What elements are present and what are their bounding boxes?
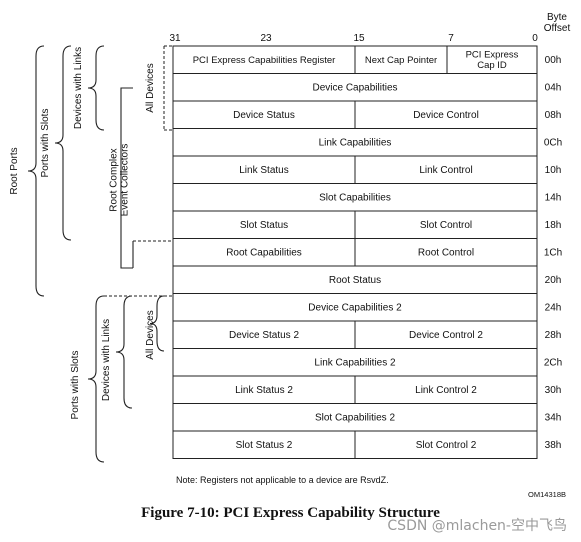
byte-offset: 14h xyxy=(545,192,562,203)
root-ports-brace xyxy=(27,45,45,297)
register-cell: Link Control xyxy=(419,164,472,175)
register-cell: Slot Status 2 xyxy=(236,439,293,450)
ports-with-slots-2-brace xyxy=(87,295,105,463)
bit-label: 15 xyxy=(353,33,365,44)
register-row xyxy=(172,403,538,432)
register-cell: PCI Express Capabilities Register xyxy=(193,54,336,65)
register-cell: Link Control 2 xyxy=(415,384,477,395)
register-cell: Device Capabilities xyxy=(312,82,397,93)
footnote: Note: Registers not applicable to a devi… xyxy=(176,475,389,485)
bit-label: 31 xyxy=(169,33,181,44)
register-cell: Device Control 2 xyxy=(409,329,483,340)
ports-with-slots-brace xyxy=(54,45,72,241)
register-cell: Root Capabilities xyxy=(226,247,302,258)
byte-offset: 08h xyxy=(545,109,562,120)
byte-offset-header: Byte xyxy=(547,12,567,23)
register-cell: Device Status xyxy=(233,109,295,120)
register-cell: Root Control xyxy=(418,247,474,258)
byte-offset: 00h xyxy=(545,54,562,65)
register-cell: Slot Control 2 xyxy=(416,439,477,450)
register-cell: Link Capabilities 2 xyxy=(314,357,396,368)
byte-offset: 04h xyxy=(545,82,562,93)
register-cell: Slot Capabilities xyxy=(319,192,391,203)
bit-label: 0 xyxy=(532,33,538,44)
register-cell: Slot Status xyxy=(240,219,288,230)
register-cell: Slot Control xyxy=(420,219,472,230)
register-cell: Root Status xyxy=(329,274,381,285)
register-row xyxy=(172,265,538,294)
byte-offset: 18h xyxy=(545,219,562,230)
all-devices-2-label: All Devices xyxy=(145,310,156,359)
byte-offset: 20h xyxy=(545,274,562,285)
byte-offset-header: Offset xyxy=(544,23,571,34)
register-cell: Slot Capabilities 2 xyxy=(315,412,395,423)
figure-caption: Figure 7-10: PCI Express Capability Stru… xyxy=(141,505,440,521)
byte-offset: 0Ch xyxy=(544,137,562,148)
byte-offset: 10h xyxy=(545,164,562,175)
register-cell: Link Status xyxy=(239,164,288,175)
all-devices-2-brace xyxy=(149,295,165,352)
figure-id: OM14318B xyxy=(528,490,566,499)
register-cell: Device Status 2 xyxy=(229,329,299,340)
ports-with-slots-2-label: Ports with Slots xyxy=(70,351,81,420)
byte-offset: 30h xyxy=(545,384,562,395)
devices-with-links-brace xyxy=(87,45,105,131)
register-cell: Link Capabilities xyxy=(319,137,392,148)
all-devices-label: All Devices xyxy=(145,63,156,112)
bit-label: 7 xyxy=(448,33,454,44)
byte-offset: 24h xyxy=(545,302,562,313)
bit-label: 23 xyxy=(260,33,272,44)
byte-offset: 28h xyxy=(545,329,562,340)
register-row xyxy=(172,128,538,157)
root-complex-label: Root ComplexEvent Collectors xyxy=(108,144,130,217)
register-row xyxy=(172,293,538,322)
root-complex-bracket xyxy=(120,87,133,269)
register-cell: Link Status 2 xyxy=(235,384,293,395)
devices-with-links-2-brace xyxy=(115,295,133,409)
watermark-text: CSDN @mlachen-空中飞鸟 xyxy=(387,518,567,534)
register-cell: Device Control xyxy=(413,109,479,120)
root-ports-label: Root Ports xyxy=(9,147,20,194)
byte-offset: 1Ch xyxy=(544,247,562,258)
byte-offset: 2Ch xyxy=(544,357,562,368)
ports-with-slots-label: Ports with Slots xyxy=(40,109,51,178)
devices-with-links-label: Devices with Links xyxy=(73,47,84,129)
byte-offset: 38h xyxy=(545,439,562,450)
register-cell: Device Capabilities 2 xyxy=(308,302,402,313)
register-row xyxy=(172,348,538,377)
register-cell: Next Cap Pointer xyxy=(365,54,437,65)
devices-with-links-2-label: Devices with Links xyxy=(101,319,112,401)
byte-offset: 34h xyxy=(545,412,562,423)
